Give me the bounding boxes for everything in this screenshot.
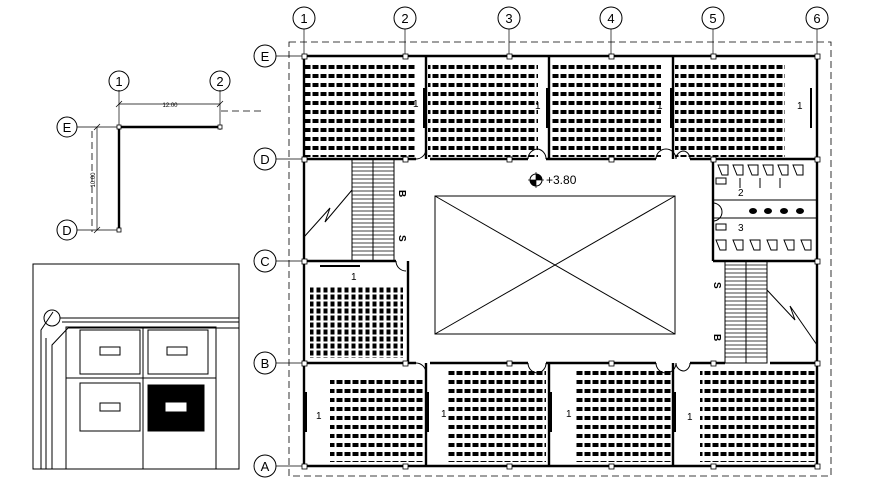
key-grid-bubble-e: [56, 116, 78, 138]
grid-bubble-col-6: 6: [805, 6, 829, 55]
location-marker-circle: [43, 309, 61, 327]
grid-bubble-row-b: B: [253, 351, 304, 375]
site-boundary: [288, 41, 832, 477]
room-label-e4: 1: [797, 101, 803, 112]
grid-label-col-5: 5: [709, 11, 716, 26]
room-label-e2: 1: [535, 101, 541, 112]
key-grid-label-d: D: [62, 223, 71, 238]
grid-label-row-a: A: [261, 459, 270, 474]
room-label-a2: 1: [441, 409, 447, 420]
row-grid: E D C B A: [253, 44, 304, 478]
whiteboards: [305, 88, 812, 432]
key-grid-bubble-d: [56, 219, 78, 241]
room-label-e1: 1: [413, 99, 419, 110]
seating-block-a1: [330, 380, 424, 462]
seating-block-a4: [700, 367, 815, 462]
main-plan: 1 2 3 4 5 6: [253, 6, 832, 478]
staircase-right: S B: [711, 260, 818, 364]
key-grid-bubble-1: [108, 70, 130, 92]
grid-label-row-e: E: [261, 49, 270, 64]
grid-bubble-row-c: C: [253, 249, 304, 273]
room-label-a3: 1: [566, 409, 572, 420]
key-plan: 1 2 E D 12.00 10.00: [56, 70, 265, 241]
central-void: [434, 195, 676, 335]
room-label-a4: 1: [687, 412, 693, 423]
room-label-toilets-3: 3: [738, 223, 744, 234]
stair-left-down-label: B: [396, 190, 407, 197]
key-grid-bubble-2: [209, 70, 231, 92]
grid-bubble-col-5: 5: [701, 6, 725, 55]
seating-block-e3: [551, 62, 661, 157]
grid-bubble-row-d: D: [253, 147, 304, 171]
grid-label-col-4: 4: [607, 11, 614, 26]
grid-label-col-6: 6: [813, 11, 820, 26]
grid-label-col-2: 2: [401, 11, 408, 26]
location-plan: [32, 263, 240, 470]
stair-right-up-label: S: [711, 282, 722, 289]
classroom-seating: [304, 62, 815, 462]
grid-label-col-3: 3: [505, 11, 512, 26]
seating-block-a2: [448, 367, 546, 462]
room-label-e3: 1: [657, 101, 663, 112]
stair-left-up-label: S: [396, 235, 407, 242]
staircase-left: B S: [303, 158, 407, 262]
level-marker: +3.80: [528, 172, 577, 188]
grid-bubble-row-a: A: [253, 454, 304, 478]
key-grid-label-e: E: [63, 120, 72, 135]
grid-nodes: [301, 53, 821, 470]
key-dim-horizontal: 12.00: [162, 103, 178, 109]
column-grid: 1 2 3 4 5 6: [292, 6, 829, 55]
room-labels: 1 1 1 1 1 1 1 1 1 2 3: [316, 99, 803, 423]
key-grid-label-2: 2: [216, 74, 223, 89]
key-grid-label-1: 1: [115, 74, 122, 89]
seating-block-e4: [675, 62, 785, 157]
room-label-a1: 1: [316, 411, 322, 422]
grid-bubble-col-2: 2: [393, 6, 417, 55]
grid-label-row-d: D: [260, 152, 269, 167]
key-dim-vertical: 10.00: [91, 172, 97, 188]
grid-bubble-row-e: E: [253, 44, 304, 68]
grid-bubble-col-4: 4: [599, 6, 623, 55]
toilet-fixtures: [715, 164, 812, 251]
grid-bubble-col-3: 3: [497, 6, 521, 55]
stair-right-down-label: B: [711, 334, 722, 341]
seating-block-e1: [304, 62, 416, 157]
grid-label-row-c: C: [260, 254, 269, 269]
level-mark-text: +3.80: [546, 173, 577, 187]
seating-block-a3: [575, 367, 671, 462]
seating-block-e2: [428, 62, 538, 157]
grid-bubble-col-1: 1: [292, 6, 316, 55]
grid-label-row-b: B: [261, 356, 270, 371]
room-label-toilets-2: 2: [738, 188, 744, 199]
seating-block-c1: [310, 286, 403, 358]
room-label-c1: 1: [351, 272, 357, 283]
grid-label-col-1: 1: [300, 11, 307, 26]
